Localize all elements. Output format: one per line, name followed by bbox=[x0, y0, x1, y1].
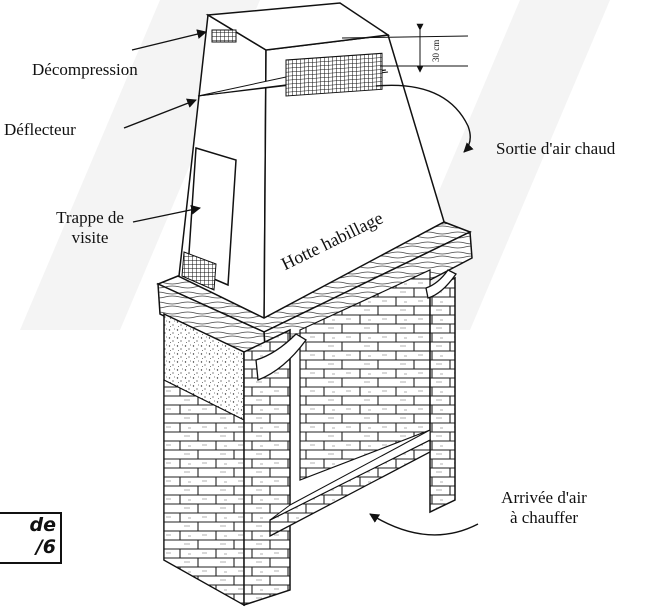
arrow-deflecteur bbox=[123, 98, 197, 129]
label-trappe-line2: visite bbox=[71, 228, 109, 247]
inspection-hatch bbox=[187, 147, 237, 287]
label-arrivee-line1: Arrivée d'air bbox=[501, 488, 587, 507]
decompression-grille bbox=[211, 29, 237, 43]
left-pillar-bricks bbox=[163, 379, 245, 607]
arrow-sortie bbox=[375, 84, 474, 153]
label-decompression: Décompression bbox=[32, 60, 138, 79]
dimension-marker bbox=[341, 23, 469, 73]
label-trappe-line1: Trappe de bbox=[56, 208, 124, 227]
badge-line1: de bbox=[29, 514, 57, 536]
label-deflecteur: Déflecteur bbox=[4, 120, 76, 139]
lower-side-grille bbox=[181, 251, 217, 291]
arrow-arrivee bbox=[369, 513, 479, 536]
arrow-decompression bbox=[131, 29, 207, 51]
label-arrivee-line2: à chauffer bbox=[509, 508, 579, 527]
hearth-floor bbox=[269, 429, 431, 521]
label-trappe-de-visite: Trappe de visite bbox=[48, 208, 132, 248]
leader-arrows bbox=[123, 29, 479, 536]
label-sortie-air-chaud: Sortie d'air chaud bbox=[496, 139, 616, 158]
right-corbel bbox=[425, 269, 457, 299]
hot-air-grille bbox=[285, 52, 383, 97]
label-dimension: 30 cm bbox=[431, 39, 441, 62]
badge-line2: /6 bbox=[35, 536, 56, 558]
arrow-trappe bbox=[132, 205, 201, 223]
label-arrivee-air: Arrivée d'air à chauffer bbox=[486, 488, 602, 528]
left-pillar-front bbox=[243, 328, 291, 607]
page-badge: de /6 bbox=[0, 512, 62, 564]
left-corbel bbox=[255, 333, 307, 381]
right-pillar-front bbox=[429, 276, 456, 514]
